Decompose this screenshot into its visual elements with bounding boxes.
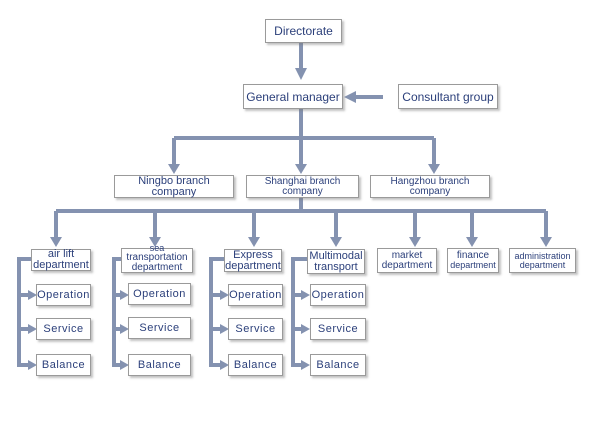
node-label: transportation xyxy=(126,252,188,263)
node-market-department: market department xyxy=(377,248,437,273)
node-label: Shanghai branch company xyxy=(264,175,341,197)
node-label: finance xyxy=(456,250,490,261)
node-express-balance: Balance xyxy=(228,354,283,376)
node-label: General manager xyxy=(246,89,340,104)
node-multimodal-service: Service xyxy=(310,318,366,340)
node-label: Operation xyxy=(229,288,282,301)
node-label: Ningbo branch company xyxy=(138,174,210,198)
node-label: Balance xyxy=(316,358,360,371)
node-label: market xyxy=(391,249,423,261)
node-label: Operation xyxy=(311,288,365,301)
node-multimodal-balance: Balance xyxy=(310,354,366,376)
node-express-operation: Operation xyxy=(228,284,283,306)
node-general-manager: General manager xyxy=(243,84,343,109)
node-label: Service xyxy=(43,322,84,335)
node-finance-department: finance department xyxy=(447,248,499,273)
node-label: department xyxy=(519,259,566,270)
node-consultant-group: Consultant group xyxy=(398,84,498,109)
node-label: Operation xyxy=(37,288,90,301)
node-label: Service xyxy=(235,322,276,335)
node-sea-operation: Operation xyxy=(128,283,191,305)
node-label: Operation xyxy=(133,287,186,300)
node-label: Balance xyxy=(233,358,278,371)
node-label: Express xyxy=(233,248,273,261)
node-airlift-operation: Operation xyxy=(36,284,91,306)
arrow-down-icon xyxy=(295,68,307,80)
node-label: Service xyxy=(317,322,359,335)
node-label: Directorate xyxy=(274,24,333,38)
node-label: department xyxy=(381,259,433,271)
node-airlift-service: Service xyxy=(36,318,91,340)
node-label: Multimodal xyxy=(309,249,363,262)
node-airlift-balance: Balance xyxy=(36,354,91,376)
node-label: transport xyxy=(314,260,358,273)
node-hangzhou-branch: Hangzhou branch company xyxy=(370,175,490,198)
node-label: Hangzhou branch company xyxy=(390,175,470,197)
node-shanghai-branch: Shanghai branch company xyxy=(246,175,359,198)
node-sea-transportation-department: sea transportation department xyxy=(121,244,193,273)
node-label: Consultant group xyxy=(402,89,494,104)
node-label: Service xyxy=(139,321,180,334)
node-airlift-department: air lift department xyxy=(31,249,91,271)
node-directorate: Directorate xyxy=(265,19,342,43)
node-label: Balance xyxy=(41,358,86,371)
node-label: department xyxy=(450,260,496,270)
node-sea-service: Service xyxy=(128,317,191,339)
node-label: administration xyxy=(514,250,571,261)
node-ningbo-branch: Ningbo branch company xyxy=(114,175,234,198)
node-label: air lift xyxy=(47,248,75,260)
node-multimodal-operation: Operation xyxy=(310,284,366,306)
node-express-service: Service xyxy=(228,318,283,340)
node-label: department xyxy=(225,259,281,272)
node-sea-balance: Balance xyxy=(128,354,191,376)
node-express-department: Express department xyxy=(224,249,282,272)
node-label: Balance xyxy=(137,358,182,371)
arrow-left-icon xyxy=(344,91,356,103)
node-multimodal-transport: Multimodal transport xyxy=(307,249,365,274)
node-label: department xyxy=(33,259,89,271)
node-label: department xyxy=(131,262,183,273)
node-administration-department: administration department xyxy=(509,248,576,273)
node-label: sea xyxy=(149,243,165,253)
